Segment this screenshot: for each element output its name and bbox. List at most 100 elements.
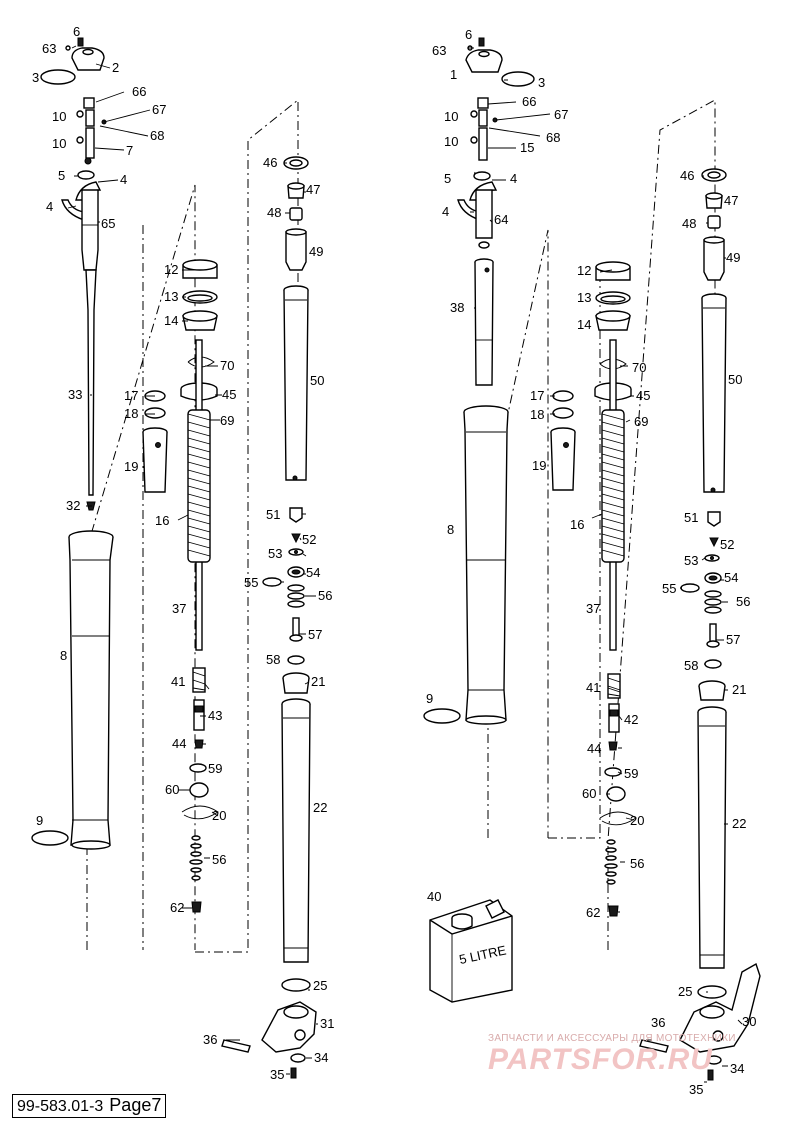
callout: 21 [732,682,746,697]
callout: 10 [444,109,458,124]
right-spring [601,409,625,563]
callout: 31 [320,1016,334,1031]
callout: 58 [684,658,698,673]
callout: 60 [582,786,596,801]
callout: 12 [164,262,178,277]
callout: 67 [152,102,166,117]
callout: 57 [308,627,322,642]
callout: 45 [222,387,236,402]
callout: 35 [270,1067,284,1082]
callout: 19 [124,459,138,474]
callout: 3 [538,75,545,90]
callouts-left-right: 46 47 48 49 50 51 52 53 54 55 56 57 58 2… [203,155,334,1082]
callouts-left-middle: 12 13 14 70 17 45 18 69 19 16 37 41 43 4… [124,262,236,915]
callout: 59 [624,766,638,781]
callout: 36 [651,1015,665,1030]
callout: 56 [318,588,332,603]
left-spring [187,409,211,563]
watermark-logo: PARTSFOR.RU [488,1043,713,1076]
callout: 1 [450,67,457,82]
callout: 9 [36,813,43,828]
callout: 10 [52,136,66,151]
callout: 25 [678,984,692,999]
callout: 16 [570,517,584,532]
callout: 6 [73,24,80,39]
callout: 40 [427,889,441,904]
callouts-right-fork: 63 6 1 3 10 66 67 10 68 15 5 4 4 64 38 8… [426,27,568,904]
callout: 4 [442,204,449,219]
callout: 56 [630,856,644,871]
callout: 8 [60,648,67,663]
callouts-right-middle: 12 13 14 70 17 45 18 69 19 16 37 41 42 4… [530,263,650,920]
callout: 21 [311,674,325,689]
callout: 49 [309,244,323,259]
callout: 5 [444,171,451,186]
callout: 17 [124,388,138,403]
callout: 62 [170,900,184,915]
callout: 68 [150,128,164,143]
callout: 51 [266,507,280,522]
callout: 66 [522,94,536,109]
callout: 60 [165,782,179,797]
callout: 7 [126,143,133,158]
callout: 37 [586,601,600,616]
left-fork-middle [142,259,219,913]
callout: 41 [586,680,600,695]
callout: 4 [510,171,517,186]
callout: 22 [313,800,327,815]
callout: 30 [742,1014,756,1029]
callout: 14 [164,313,178,328]
callout: 47 [306,182,320,197]
callout: 53 [684,553,698,568]
doc-code: 99-583.01-3 [17,1098,104,1115]
callout: 69 [634,414,648,429]
callout: 4 [120,172,127,187]
callout: 22 [732,816,746,831]
callout: 52 [720,537,734,552]
callout: 25 [313,978,327,993]
callout: 47 [724,193,738,208]
callout: 13 [577,290,591,305]
callout: 50 [728,372,742,387]
callout: 33 [68,387,82,402]
callout: 17 [530,388,544,403]
callout: 52 [302,532,316,547]
callout: 18 [530,407,544,422]
callout: 48 [682,216,696,231]
callout: 34 [730,1061,744,1076]
callout: 44 [587,741,601,756]
callout: 67 [554,107,568,122]
left-fork-cartridge [31,37,114,850]
callout: 50 [310,373,324,388]
callout: 12 [577,263,591,278]
callout: 62 [586,905,600,920]
callout: 46 [680,168,694,183]
callout: 10 [52,109,66,124]
callout: 49 [726,250,740,265]
callout: 55 [244,575,258,590]
callout: 56 [736,594,750,609]
callout: 9 [426,691,433,706]
callout: 37 [172,601,186,616]
callouts-left-fork: 63 6 2 3 66 10 67 10 68 7 5 4 4 65 33 32… [32,24,166,828]
right-fork-cartridge: 5 LITRE [423,37,535,1003]
callout: 19 [532,458,546,473]
callout: 42 [624,712,638,727]
right-fork-middle [550,261,637,917]
callout: 16 [155,513,169,528]
callouts-right-right: 46 47 48 49 50 51 52 53 54 55 56 57 58 2… [651,168,756,1097]
callout: 63 [432,43,446,58]
callout: 41 [171,674,185,689]
callout: 20 [212,808,226,823]
callout: 6 [465,27,472,42]
watermark-tagline: ЗАПЧАСТИ И АКСЕССУАРЫ ДЛЯ МОТОТЕХНИКИ [488,1033,736,1044]
callout: 69 [220,413,234,428]
callout: 58 [266,652,280,667]
callout: 51 [684,510,698,525]
callout: 48 [267,205,281,220]
callout: 54 [724,570,738,585]
callout: 70 [220,358,234,373]
callout: 53 [268,546,282,561]
